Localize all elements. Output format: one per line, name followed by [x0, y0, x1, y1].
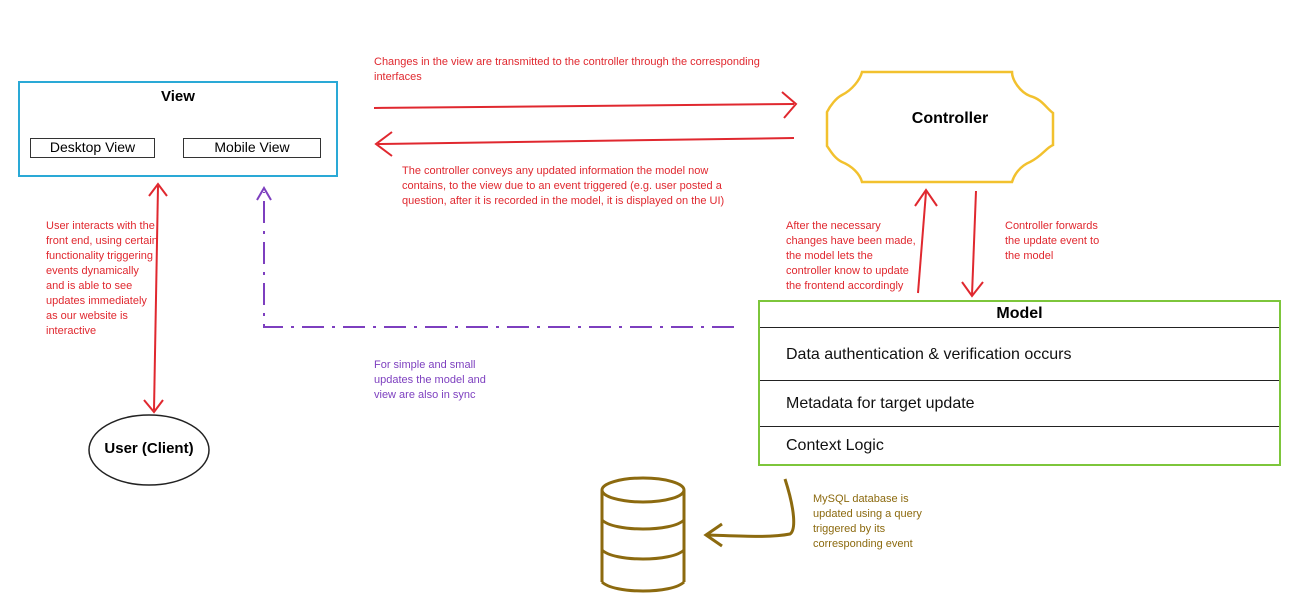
model-box: Model Data authentication & verification…: [758, 300, 1281, 466]
controller-title: Controller: [911, 110, 989, 127]
controller-to-view-note: The controller conveys any updated infor…: [402, 165, 725, 207]
model-to-database-arrow: [703, 478, 796, 548]
model-to-controller-arrow: [914, 188, 938, 294]
model-to-controller-note: After the necessary changes have been ma…: [786, 220, 916, 292]
controller-to-model-note: Controller forwards the update event to …: [1005, 220, 1100, 262]
mobile-view-box: Mobile View: [183, 138, 321, 158]
model-row-metadata: Metadata for target update: [760, 381, 1279, 427]
controller-shape: [825, 70, 1055, 184]
model-title: Model: [760, 302, 1279, 328]
view-user-arrow: [143, 182, 168, 414]
database-icon: [600, 476, 686, 593]
model-view-sync-note: For simple and small updates the model a…: [374, 359, 486, 401]
model-row-context-logic: Context Logic: [786, 437, 884, 454]
user-ellipse: [88, 414, 210, 486]
desktop-view-box: Desktop View: [30, 138, 155, 158]
controller-to-model-arrow: [961, 190, 984, 298]
view-box: View Desktop View Mobile View: [18, 81, 338, 177]
user-label: User (Client): [104, 440, 194, 457]
database-note: MySQL database is updated using a query …: [813, 493, 922, 550]
view-to-controller-note: Changes in the view are transmitted to t…: [374, 56, 760, 83]
model-view-sync-arrow: [256, 186, 734, 328]
view-to-controller-arrow: [373, 91, 798, 119]
user-interaction-note: User interacts with the front end, using…: [46, 220, 158, 337]
view-title: View: [161, 88, 195, 105]
model-row-authentication: Data authentication & verification occur…: [760, 328, 1279, 381]
controller-to-view-arrow: [374, 131, 795, 157]
